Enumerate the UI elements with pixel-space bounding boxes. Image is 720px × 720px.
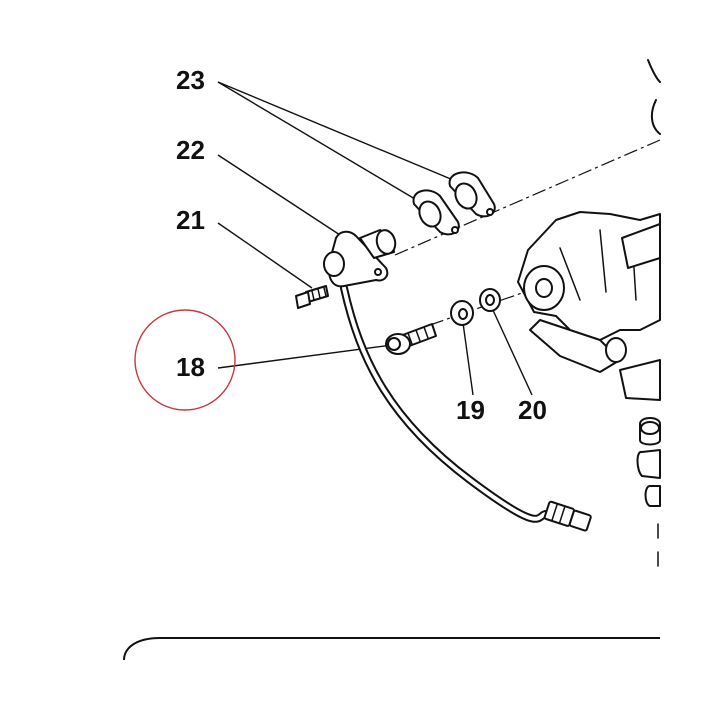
sensor-bolt (295, 285, 329, 309)
washer (450, 300, 474, 326)
shaft-components (636, 417, 661, 567)
leader-23-a (217, 81, 421, 203)
leader-21 (217, 222, 313, 289)
highlight-circle (134, 309, 236, 411)
leader-22 (217, 154, 341, 236)
leader-20 (491, 307, 533, 396)
callout-19: 19 (456, 395, 485, 425)
callout-18: 18 (176, 352, 205, 382)
leader-23-b (217, 81, 459, 183)
callout-21: 21 (176, 205, 205, 235)
cable-connector (543, 500, 592, 532)
gasket-front (412, 189, 460, 236)
flange-bolt (385, 323, 437, 355)
page-frame-border (123, 637, 660, 661)
gasket-rear (448, 171, 496, 218)
callout-23: 23 (176, 65, 205, 95)
transmission-housing (517, 59, 661, 401)
speed-sensor (323, 229, 397, 288)
leader-19 (462, 322, 474, 396)
callout-20: 20 (518, 395, 547, 425)
axis-upper (394, 139, 661, 256)
callout-labels: 23 22 21 18 19 20 (176, 65, 547, 425)
o-ring (479, 288, 501, 312)
sensor-cable (340, 284, 592, 532)
cable-inner (342, 286, 550, 521)
callout-22: 22 (176, 135, 205, 165)
